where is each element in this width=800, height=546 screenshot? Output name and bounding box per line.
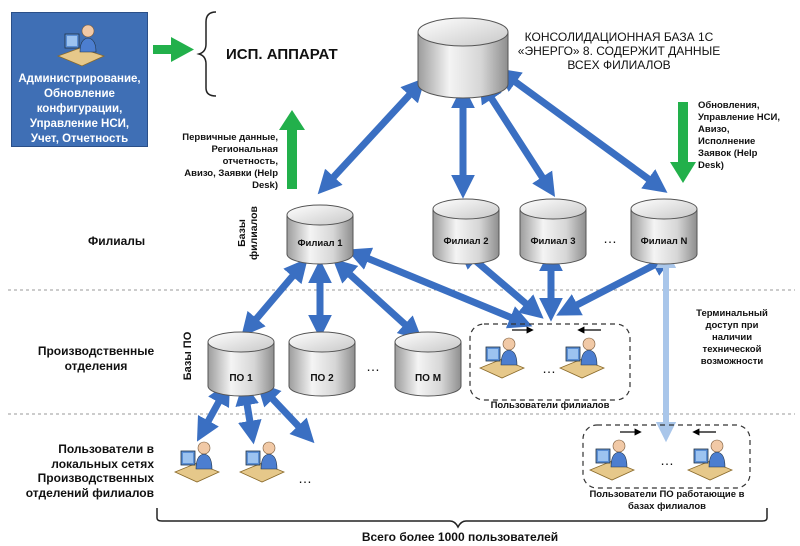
vertical-label-bazy-filialov: Базы филиалов	[236, 198, 260, 268]
row-label-line: локальных сетях	[51, 456, 154, 471]
po-m-db	[394, 331, 462, 397]
consolidation-db	[417, 17, 509, 99]
po-m-label: ПО М	[414, 373, 442, 384]
local-users-ellipsis: …	[298, 470, 312, 486]
terminal-access-line: доступ при	[705, 320, 759, 331]
arrow-filial1-pom	[332, 258, 423, 341]
updates-line: Управление НСИ,	[698, 112, 780, 123]
filial-2-db	[432, 198, 500, 265]
isp-apparat-label: ИСП. АППАРАТ	[226, 46, 338, 63]
filial-n-label: Филиал N	[640, 236, 688, 247]
users-po-line: базах филиалов	[628, 501, 706, 512]
user-workstation-icon	[686, 439, 734, 481]
admin-box: Администрирование, Обновление конфигурац…	[11, 12, 148, 147]
vertical-label-line: филиалов	[248, 206, 260, 261]
consolidation-db-label: КОНСОЛИДАЦИОННАЯ БАЗА 1С «ЭНЕРГО» 8. СОД…	[514, 30, 724, 72]
updates-line: Исполнение	[698, 136, 756, 147]
arrow-consolidation-filial1	[317, 77, 426, 195]
arrow-po1-user3	[256, 381, 315, 444]
brace-isp	[196, 11, 217, 97]
terminal-access-label: Терминальный доступ при наличии техничес…	[682, 308, 782, 368]
arrow-filial1-po1	[241, 258, 308, 337]
row-label-line: Производственных	[37, 471, 154, 485]
arrow-po1-user1	[196, 381, 231, 442]
row-label-line: отделений филиалов	[25, 485, 154, 500]
updates-line: Авизо,	[698, 124, 730, 135]
row-label-line: Пользователи в	[58, 442, 154, 456]
updates-label: Обновления, Управление НСИ, Авизо, Испол…	[698, 100, 798, 172]
users-po-label: Пользователи ПО работающие в базах филиа…	[572, 489, 762, 513]
po-2-label: ПО 2	[310, 373, 334, 384]
updates-line: Обновления,	[698, 100, 760, 111]
green-arrow-down	[670, 102, 696, 183]
arrow-consolidation-filial3	[478, 78, 556, 198]
vertical-label-line: Базы	[236, 219, 248, 247]
users-po-group	[582, 424, 751, 489]
po-ellipsis: …	[366, 358, 380, 374]
filial-1-db	[286, 204, 354, 265]
brace-total	[156, 508, 768, 529]
arrow-po1-user2	[235, 381, 262, 445]
user-workstation-icon	[558, 337, 606, 379]
updates-line: Заявок (Help	[698, 148, 758, 159]
primary-data-line: Первичные данные,	[182, 132, 278, 143]
arrow-filialN-users	[556, 254, 675, 316]
row-label-line: отделения	[64, 359, 128, 373]
terminal-access-line: возможности	[700, 356, 764, 367]
green-arrow-right	[153, 37, 194, 62]
consolidation-line: КОНСОЛИДАЦИОННАЯ БАЗА 1С	[524, 30, 714, 44]
total-users-label: Всего более 1000 пользователей	[361, 530, 559, 544]
users-filial-group	[469, 323, 631, 401]
filial-2-label: Филиал 2	[443, 236, 489, 247]
row-label-proizv: Производственные отделения	[36, 344, 156, 374]
admin-text-line: Управление НСИ,	[29, 118, 130, 130]
po-1-db	[207, 331, 275, 397]
admin-text-line: Администрирование,	[18, 73, 141, 85]
user-workstation-icon	[238, 441, 286, 483]
primary-data-label: Первичные данные, Региональная отчетност…	[170, 132, 278, 192]
users-filial-ellipsis: …	[542, 360, 556, 376]
filial-ellipsis: …	[603, 230, 617, 246]
updates-line: Desk)	[698, 160, 724, 171]
admin-text-line: конфигурации,	[36, 103, 123, 115]
users-po-ellipsis: …	[660, 452, 674, 468]
arrow-filial2-users	[457, 245, 544, 319]
green-arrow-up	[279, 110, 305, 189]
user-workstation-icon	[173, 441, 221, 483]
filial-1-label: Филиал 1	[297, 238, 343, 249]
po-1-label: ПО 1	[229, 373, 253, 384]
admin-user-icon	[56, 24, 106, 67]
admin-text-line: Учет, Отчетность	[30, 133, 129, 145]
users-po-line: Пользователи ПО работающие в	[589, 489, 745, 500]
admin-text-line: Обновление	[44, 88, 115, 100]
terminal-access-line: наличии	[711, 332, 753, 343]
filial-n-db	[630, 198, 698, 265]
row-label-line: Производственные	[37, 344, 155, 358]
primary-data-line: отчетность,	[222, 156, 278, 167]
primary-data-line: Desk)	[252, 180, 278, 191]
filial-3-label: Филиал 3	[530, 236, 576, 247]
terminal-access-line: технической	[702, 344, 762, 355]
filial-3-db	[519, 198, 587, 265]
po-2-db	[288, 331, 356, 397]
admin-text: Администрирование, Обновление конфигурац…	[14, 72, 145, 147]
arrow-consolidation-filialN	[496, 68, 668, 193]
primary-data-line: Региональная	[211, 144, 278, 155]
terminal-access-line: Терминальный	[696, 308, 768, 319]
consolidation-line: ВСЕХ ФИЛИАЛОВ	[567, 58, 671, 72]
user-workstation-icon	[588, 439, 636, 481]
blue-arrows	[196, 68, 675, 445]
users-filial-label: Пользователи филиалов	[490, 400, 610, 411]
consolidation-line: «ЭНЕРГО» 8. СОДЕРЖИТ ДАННЫЕ	[517, 44, 721, 58]
vertical-label-bazy-po: Базы ПО	[182, 331, 194, 381]
row-label-filialy: Филиалы	[88, 234, 146, 248]
row-label-local-users: Пользователи в локальных сетях Производс…	[20, 442, 154, 500]
user-workstation-icon	[478, 337, 526, 379]
primary-data-line: Авизо, Заявки (Help	[184, 168, 278, 179]
